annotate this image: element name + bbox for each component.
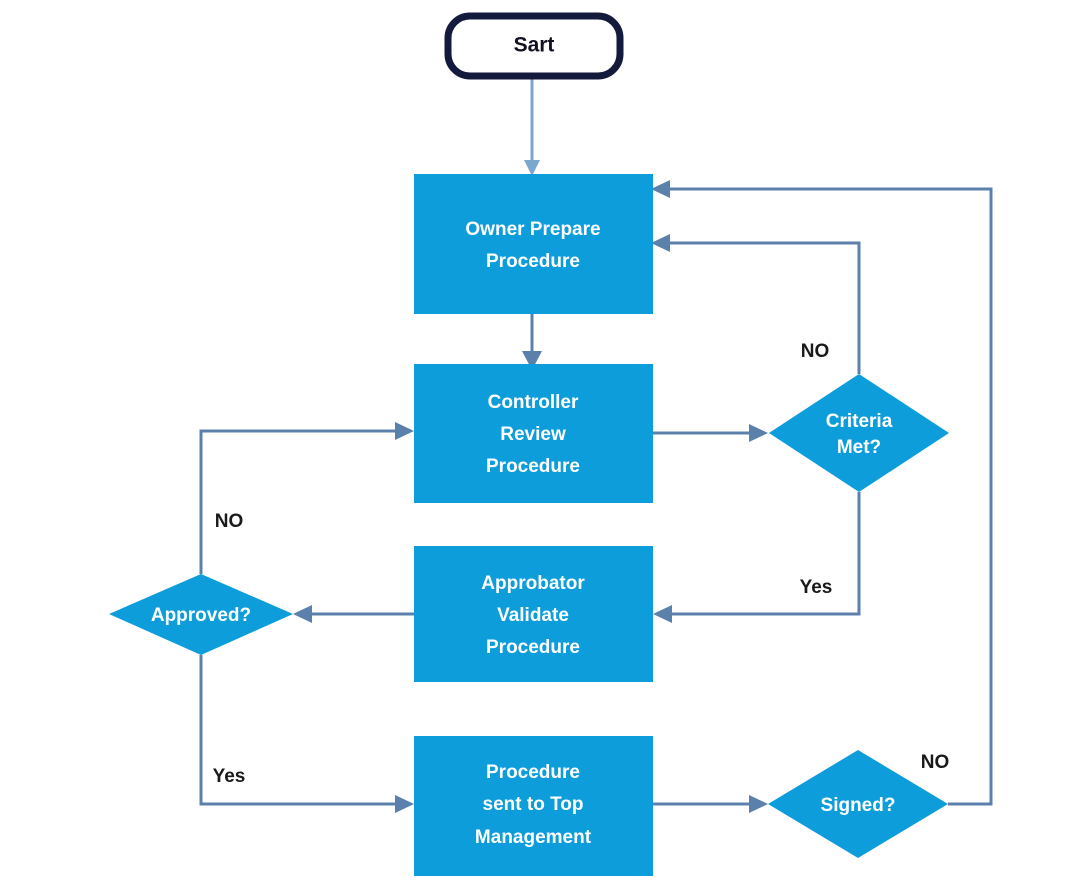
signed-shape bbox=[768, 750, 948, 858]
edge-procedure-sent-to-signed bbox=[653, 795, 768, 813]
procedure-sent-label-line3: Management bbox=[475, 827, 592, 848]
start-shape bbox=[444, 12, 624, 80]
controller-review-label-line2: Review bbox=[500, 424, 566, 445]
procedure-sent-label-line1: Procedure bbox=[486, 762, 580, 783]
node-owner-prepare-procedure[interactable]: Owner Prepare Procedure bbox=[414, 174, 653, 314]
arrowhead bbox=[653, 605, 672, 623]
approbator-validate-label-line2: Validate bbox=[497, 605, 569, 626]
start-label: Sart bbox=[514, 34, 555, 57]
approved-label: Approved? bbox=[151, 605, 251, 626]
approved-shape bbox=[109, 574, 293, 655]
edge-label-criteria-no: NO bbox=[801, 341, 830, 362]
edge-owner-prepare-to-controller-review bbox=[522, 313, 542, 370]
arrowhead bbox=[395, 422, 414, 440]
arrowhead bbox=[395, 795, 414, 813]
node-approbator-validate-procedure[interactable]: Approbator Validate Procedure bbox=[414, 546, 653, 682]
criteria-met-label-line2: Met? bbox=[837, 437, 881, 458]
signed-label: Signed? bbox=[821, 795, 896, 816]
arrowhead bbox=[651, 180, 670, 198]
owner-prepare-label-line2: Procedure bbox=[486, 251, 580, 272]
edge-signed-no-to-owner-prepare bbox=[651, 180, 993, 806]
edge-label-approved-yes: Yes bbox=[213, 766, 246, 787]
edge-controller-review-to-criteria-met bbox=[653, 424, 768, 442]
arrowhead bbox=[651, 234, 670, 252]
edge-approbator-validate-to-approved bbox=[293, 605, 414, 623]
owner-prepare-shape bbox=[414, 174, 653, 314]
node-signed-decision[interactable]: Signed? bbox=[768, 750, 948, 858]
edge-criteria-met-yes-to-approbator-validate bbox=[653, 492, 861, 623]
node-start[interactable]: Sart bbox=[444, 12, 624, 80]
criteria-met-label-line1: Criteria bbox=[826, 411, 893, 432]
approbator-validate-label-line3: Procedure bbox=[486, 637, 580, 658]
edge-criteria-met-no-to-owner-prepare bbox=[651, 234, 861, 374]
approbator-validate-shape bbox=[414, 546, 653, 682]
procedure-sent-shape bbox=[414, 736, 653, 876]
edge-approved-no-to-controller-review bbox=[199, 422, 414, 574]
node-approved-decision[interactable]: Approved? bbox=[109, 574, 293, 655]
procedure-sent-label-line2: sent to Top bbox=[483, 794, 584, 815]
node-criteria-met-decision[interactable]: Criteria Met? bbox=[769, 374, 949, 492]
arrowhead bbox=[522, 351, 542, 370]
criteria-met-shape bbox=[769, 374, 949, 492]
edge-label-signed-no: NO bbox=[921, 752, 950, 773]
node-controller-review-procedure[interactable]: Controller Review Procedure bbox=[414, 364, 653, 503]
edge-label-approved-no: NO bbox=[215, 511, 244, 532]
approbator-validate-label-line1: Approbator bbox=[481, 573, 585, 594]
edge-label-criteria-yes: Yes bbox=[800, 577, 833, 598]
edge-approved-yes-to-procedure-sent bbox=[199, 655, 414, 813]
arrowhead bbox=[293, 605, 312, 623]
node-procedure-sent-to-top-management[interactable]: Procedure sent to Top Management bbox=[414, 736, 653, 876]
arrowhead bbox=[749, 795, 768, 813]
arrowhead bbox=[524, 160, 540, 176]
controller-review-label-line1: Controller bbox=[488, 392, 579, 413]
edge-start-to-owner-prepare bbox=[524, 76, 540, 176]
owner-prepare-label-line1: Owner Prepare bbox=[465, 219, 600, 240]
controller-review-label-line3: Procedure bbox=[486, 456, 580, 477]
controller-review-shape bbox=[414, 364, 653, 503]
arrowhead bbox=[749, 424, 768, 442]
